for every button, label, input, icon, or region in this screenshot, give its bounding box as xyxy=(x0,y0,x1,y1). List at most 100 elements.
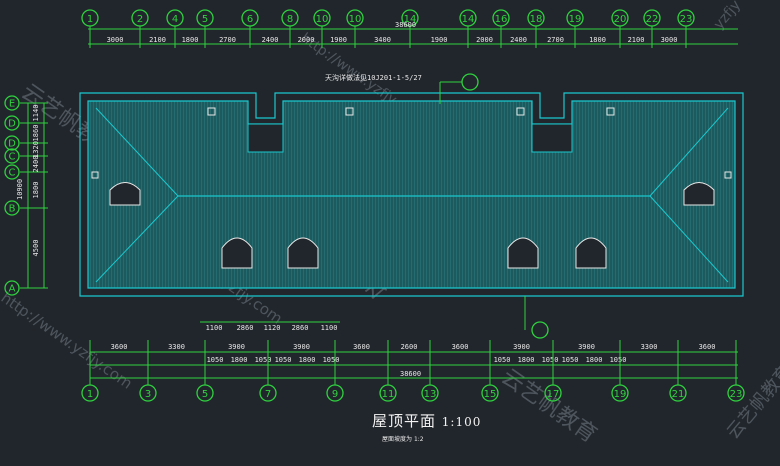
dimension-label: 3900 xyxy=(228,343,245,351)
dimension-label: 1140 xyxy=(32,105,40,122)
dimension-label: 1050 xyxy=(494,356,511,364)
drawing-subtitle: 屋面坡度为 1:2 xyxy=(382,434,424,443)
dimension-label: 2100 xyxy=(628,36,645,44)
dimension-label: 1800 xyxy=(32,182,40,199)
axis-bubble xyxy=(379,384,397,402)
drawing-subtitle-text: 屋面坡度为 xyxy=(382,436,413,443)
axis-label: 14 xyxy=(462,14,475,25)
watermark-text: http://www.yzfjy.com xyxy=(0,289,136,393)
axis-label: 17 xyxy=(547,389,560,400)
dimension-label: 1320 xyxy=(32,141,40,158)
dimension-label: 3600 xyxy=(111,343,128,351)
dimension-label: 2000 xyxy=(476,36,493,44)
dimension-label: 2860 xyxy=(292,324,309,332)
axis-label: 18 xyxy=(530,14,543,25)
dimension-label: 1800 xyxy=(299,356,316,364)
dimension-label: 3900 xyxy=(513,343,530,351)
dimension-label: 1050 xyxy=(255,356,272,364)
dimension-label: 3400 xyxy=(374,36,391,44)
dimension-label: 1800 xyxy=(589,36,606,44)
bottom-total-length-label: 38600 xyxy=(400,370,421,378)
axis-bubble xyxy=(4,95,20,111)
axis-bubble xyxy=(4,115,20,131)
dimension-label: 1050 xyxy=(207,356,224,364)
axis-label: 19 xyxy=(614,389,627,400)
dimension-label: 1800 xyxy=(518,356,535,364)
dimension-label: 2100 xyxy=(149,36,166,44)
axis-label: 4 xyxy=(172,14,178,25)
dimension-label: 2000 xyxy=(298,36,315,44)
axis-bubble xyxy=(326,384,344,402)
dimension-label: 1800 xyxy=(182,36,199,44)
axis-label: 2 xyxy=(137,14,143,25)
axis-bubble xyxy=(4,164,20,180)
dimension-label: 1050 xyxy=(542,356,559,364)
axis-bubble xyxy=(196,384,214,402)
total-depth-label: 10900 xyxy=(16,179,24,200)
axis-label: 23 xyxy=(730,389,743,400)
dimension-label: 1120 xyxy=(264,324,281,332)
axis-label: 13 xyxy=(424,389,437,400)
section-marker xyxy=(524,296,549,339)
dimension-label: 1860 xyxy=(32,125,40,142)
axis-label: D xyxy=(8,119,16,130)
dimension-label: 2860 xyxy=(237,324,254,332)
dimension-label: 3900 xyxy=(578,343,595,351)
dimension-label: 1050 xyxy=(275,356,292,364)
dimension-label: 1900 xyxy=(431,36,448,44)
axis-label: 1 xyxy=(87,389,93,400)
axis-label: 20 xyxy=(614,14,627,25)
axis-bubble xyxy=(139,384,157,402)
total-length-label: 38600 xyxy=(395,21,416,29)
axis-label: E xyxy=(9,99,15,110)
axis-label: 15 xyxy=(484,389,497,400)
dimension-label: 1100 xyxy=(206,324,223,332)
axis-label: C xyxy=(9,168,16,179)
dimension-label: 1800 xyxy=(586,356,603,364)
dimension-label: 3900 xyxy=(293,343,310,351)
axis-label: 10 xyxy=(349,14,362,25)
watermark-text: 云艺帆教育 xyxy=(497,364,601,448)
dimension-label: 2700 xyxy=(547,36,564,44)
axis-bubble xyxy=(81,384,99,402)
axis-bubble xyxy=(669,384,687,402)
axis-bubble xyxy=(4,135,20,151)
dimension-label: 3300 xyxy=(168,343,185,351)
gutter-note: 天沟详做法见10J201-1-5/27 xyxy=(325,73,479,104)
dimension-label: 1050 xyxy=(610,356,627,364)
dimension-label: 1050 xyxy=(562,356,579,364)
axis-label: 10 xyxy=(316,14,329,25)
axis-label: D xyxy=(8,139,16,150)
dimension-label: 1100 xyxy=(321,324,338,332)
dimension-label: 3000 xyxy=(661,36,678,44)
dimension-label: 2400 xyxy=(32,156,40,173)
dimension-label: 3600 xyxy=(699,343,716,351)
axis-label: 1 xyxy=(87,14,93,25)
dimension-label: 1800 xyxy=(231,356,248,364)
dimension-label: 4500 xyxy=(32,240,40,257)
axis-label: 7 xyxy=(265,389,271,400)
axis-label: 14 xyxy=(404,14,417,25)
drawing-title: 屋顶平面 1:100 xyxy=(372,410,481,431)
axis-bubble xyxy=(544,384,562,402)
axis-bubble xyxy=(4,148,20,164)
dimension-label: 2400 xyxy=(510,36,527,44)
roof-outline xyxy=(79,92,744,297)
axis-label: B xyxy=(9,204,16,215)
axis-bubble xyxy=(421,384,439,402)
axis-bubble xyxy=(481,384,499,402)
axis-label: 23 xyxy=(680,14,693,25)
dimension-label: 3600 xyxy=(353,343,370,351)
axis-label: 19 xyxy=(569,14,582,25)
drawing-title-text: 屋顶平面 xyxy=(372,412,437,430)
axis-label: 6 xyxy=(247,14,253,25)
axis-bubble xyxy=(4,200,20,216)
axis-label: 22 xyxy=(646,14,659,25)
dimension-label: 1050 xyxy=(323,356,340,364)
axis-bubble xyxy=(727,384,745,402)
